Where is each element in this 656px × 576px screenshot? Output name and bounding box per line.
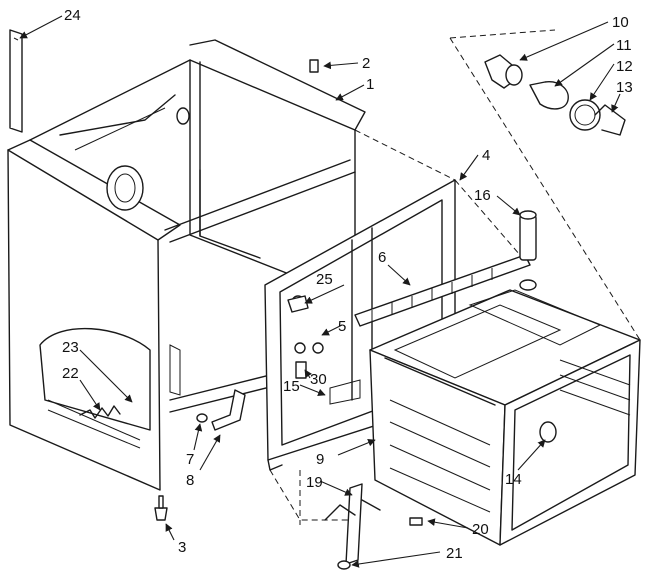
label-3: 3 [178,539,186,556]
assembly-lines [269,29,641,525]
small-hardware [79,59,537,570]
label-1: 1 [366,76,374,93]
label-25: 25 [316,271,333,288]
label-9: 9 [316,451,324,468]
label-2: 2 [362,55,370,72]
label-30: 30 [310,371,327,388]
label-5: 5 [338,318,346,335]
label-12: 12 [616,58,633,75]
label-14: 14 [505,471,522,488]
label-15: 15 [283,378,300,395]
label-23: 23 [62,339,79,356]
label-11: 11 [616,37,632,54]
label-4: 4 [482,147,490,164]
label-7: 7 [186,451,194,468]
vent-shield [9,29,23,133]
label-22: 22 [62,365,79,382]
label-10: 10 [612,14,629,31]
label-6: 6 [378,249,386,266]
label-19: 19 [306,474,323,491]
label-13: 13 [616,79,633,96]
light-assembly [484,54,626,136]
oven-liner [369,279,641,546]
leader-lines [19,15,621,568]
label-24: 24 [64,7,81,24]
label-21: 21 [446,545,463,562]
part-labels: 24 2 1 4 5 6 7 8 9 10 11 12 13 14 15 16 … [62,7,633,562]
label-8: 8 [186,472,194,489]
label-16: 16 [474,187,491,204]
burner-tube [354,254,531,327]
label-20: 20 [472,521,489,538]
